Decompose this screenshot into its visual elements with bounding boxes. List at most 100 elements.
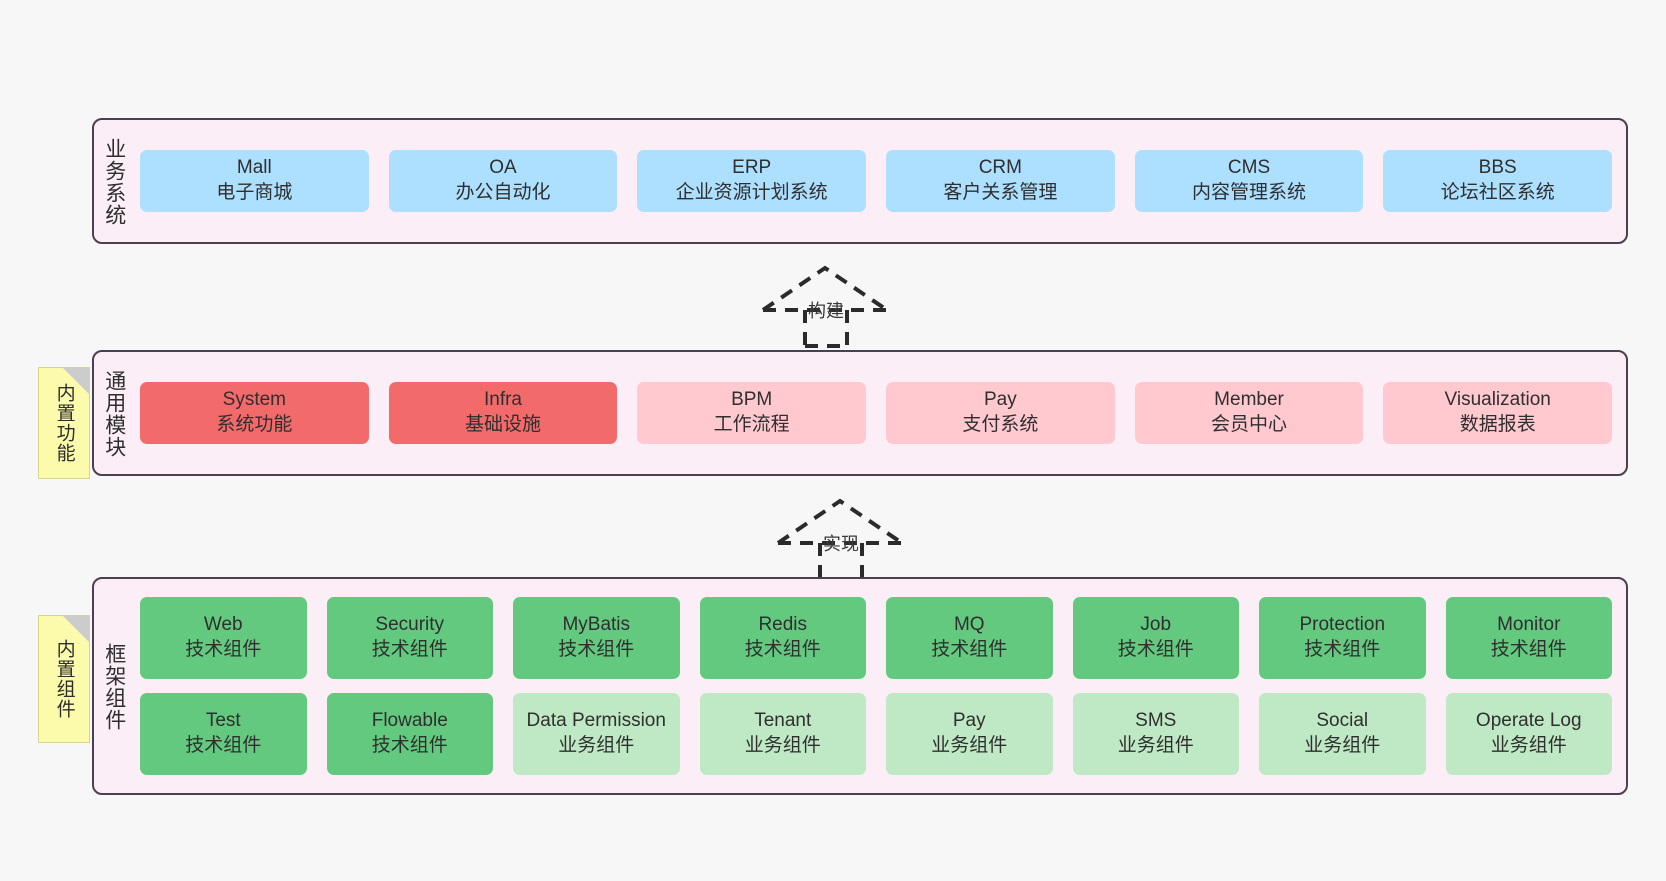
card-title-cn: 业务组件 (744, 735, 821, 756)
card-member[interactable]: Member 会员中心 (1134, 382, 1364, 444)
card-title-en: Operate Log (1475, 710, 1582, 732)
card-title-cn: 办公自动化 (455, 182, 551, 203)
card-title-en: Member (1214, 389, 1284, 411)
card-title-en: BPM (731, 389, 773, 411)
card-title-cn: 技术组件 (371, 639, 448, 660)
card-title-cn: 技术组件 (185, 735, 262, 756)
card-title-cn: 客户关系管理 (943, 182, 1058, 203)
card-bpm[interactable]: BPM 工作流程 (637, 382, 867, 444)
card-title-en: MQ (953, 614, 985, 636)
connector-build: 构建 (755, 262, 905, 348)
modules-row: System 系统功能 Infra 基础设施 BPM 工作流程 Pay 支付系统… (140, 382, 1613, 444)
card-title-cn: 数据报表 (1459, 414, 1536, 435)
card-title-cn: 支付系统 (962, 414, 1039, 435)
card-job[interactable]: Job 技术组件 (1072, 597, 1239, 679)
card-title-en: Monitor (1497, 614, 1561, 636)
card-title-en: ERP (732, 157, 772, 179)
card-title-cn: 业务组件 (1490, 735, 1567, 756)
card-title-cn: 业务组件 (1304, 735, 1381, 756)
card-title-cn: 技术组件 (558, 639, 635, 660)
card-title-cn: 工作流程 (713, 414, 790, 435)
card-title-cn: 技术组件 (1490, 639, 1567, 660)
connector-build-shape (761, 265, 889, 348)
layer-framework[interactable]: 框架组件 Web 技术组件 Security 技术组件 MyBatis 技术组件… (92, 577, 1628, 795)
card-title-cn: 业务组件 (558, 735, 635, 756)
card-erp[interactable]: ERP 企业资源计划系统 (637, 150, 867, 212)
card-title-en: CRM (978, 157, 1022, 179)
card-title-cn: 企业资源计划系统 (675, 182, 828, 203)
card-operate-log[interactable]: Operate Log 业务组件 (1445, 693, 1612, 775)
card-title-en: Security (375, 614, 445, 636)
card-title-en: Test (205, 710, 241, 732)
layer-body-modules: System 系统功能 Infra 基础设施 BPM 工作流程 Pay 支付系统… (134, 352, 1626, 474)
card-redis[interactable]: Redis 技术组件 (699, 597, 866, 679)
card-web[interactable]: Web 技术组件 (140, 597, 307, 679)
card-title-en: Social (1316, 710, 1369, 732)
card-title-en: Visualization (1444, 389, 1551, 411)
connector-build-label: 构建 (808, 301, 844, 321)
card-tenant[interactable]: Tenant 业务组件 (699, 693, 866, 775)
card-title-cn: 技术组件 (931, 639, 1008, 660)
card-oa[interactable]: OA 办公自动化 (388, 150, 618, 212)
note-builtin-features: 内置功能 (38, 367, 90, 479)
note-fold-corner-icon (63, 616, 89, 642)
card-data-permission[interactable]: Data Permission 业务组件 (513, 693, 680, 775)
card-title-cn: 电子商城 (216, 182, 293, 203)
layer-body-framework: Web 技术组件 Security 技术组件 MyBatis 技术组件 Redi… (134, 579, 1626, 793)
card-title-cn: 技术组件 (371, 735, 448, 756)
layer-title-framework: 框架组件 (102, 643, 126, 731)
card-title-cn: 业务组件 (1117, 735, 1194, 756)
card-title-en: Web (203, 614, 243, 636)
card-system[interactable]: System 系统功能 (140, 382, 369, 444)
layer-title-business: 业务系统 (102, 138, 126, 226)
card-title-en: BBS (1478, 157, 1517, 179)
card-infra[interactable]: Infra 基础设施 (388, 382, 618, 444)
card-title-cn: 内容管理系统 (1192, 182, 1307, 203)
card-security[interactable]: Security 技术组件 (326, 597, 493, 679)
card-sms[interactable]: SMS 业务组件 (1072, 693, 1239, 775)
card-test[interactable]: Test 技术组件 (140, 693, 307, 775)
layer-modules[interactable]: 通用模块 System 系统功能 Infra 基础设施 BPM 工作流程 Pay (92, 350, 1628, 476)
card-title-en: Protection (1299, 614, 1386, 636)
card-title-en: Pay (983, 389, 1017, 411)
business-row: Mall 电子商城 OA 办公自动化 ERP 企业资源计划系统 CRM 客户关系… (140, 150, 1613, 212)
card-title-cn: 技术组件 (1304, 639, 1381, 660)
card-mall[interactable]: Mall 电子商城 (140, 150, 369, 212)
card-crm[interactable]: CRM 客户关系管理 (886, 150, 1115, 212)
card-mq[interactable]: MQ 技术组件 (886, 597, 1053, 679)
card-title-en: Job (1140, 614, 1172, 636)
card-pay-component[interactable]: Pay 业务组件 (886, 693, 1053, 775)
card-title-en: Flowable (371, 710, 448, 732)
card-flowable[interactable]: Flowable 技术组件 (326, 693, 493, 775)
framework-row-tech: Web 技术组件 Security 技术组件 MyBatis 技术组件 Redi… (140, 597, 1612, 679)
card-bbs[interactable]: BBS 论坛社区系统 (1383, 150, 1613, 212)
card-pay-module[interactable]: Pay 支付系统 (886, 382, 1115, 444)
card-title-en: Mall (236, 157, 272, 179)
layer-business[interactable]: 业务系统 Mall 电子商城 OA 办公自动化 ERP 企业资源计划系统 CRM (92, 118, 1628, 244)
card-title-en: Data Permission (526, 710, 666, 732)
card-title-en: OA (489, 157, 517, 179)
card-title-en: CMS (1227, 157, 1271, 179)
connector-implement: 实现 (770, 495, 920, 581)
card-monitor[interactable]: Monitor 技术组件 (1445, 597, 1612, 679)
card-title-cn: 系统功能 (216, 414, 293, 435)
card-title-en: MyBatis (562, 614, 631, 636)
card-title-en: Tenant (754, 710, 812, 732)
card-title-cn: 技术组件 (744, 639, 821, 660)
card-title-cn: 技术组件 (185, 639, 262, 660)
card-social[interactable]: Social 业务组件 (1259, 693, 1426, 775)
card-title-en: Infra (483, 389, 523, 411)
card-title-cn: 技术组件 (1117, 639, 1194, 660)
card-title-cn: 会员中心 (1211, 414, 1288, 435)
card-title-cn: 基础设施 (465, 414, 542, 435)
card-title-en: System (222, 389, 287, 411)
card-title-cn: 业务组件 (931, 735, 1008, 756)
note-label: 内置功能 (53, 383, 75, 463)
card-cms[interactable]: CMS 内容管理系统 (1134, 150, 1364, 212)
card-title-en: Pay (952, 710, 986, 732)
card-protection[interactable]: Protection 技术组件 (1259, 597, 1426, 679)
card-visualization[interactable]: Visualization 数据报表 (1383, 382, 1613, 444)
card-mybatis[interactable]: MyBatis 技术组件 (513, 597, 680, 679)
card-title-en: SMS (1135, 710, 1177, 732)
